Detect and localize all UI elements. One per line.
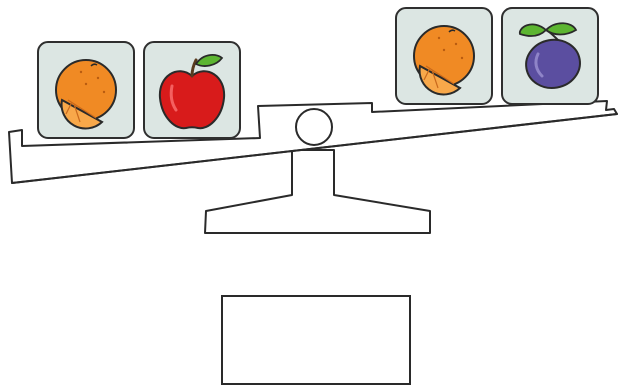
scale-pivot xyxy=(296,109,332,145)
left-pan-tile-1 xyxy=(38,42,134,138)
scale-stand xyxy=(205,150,430,233)
left-pan-tile-2 xyxy=(144,42,240,138)
right-pan-tile-2 xyxy=(502,8,598,104)
right-pan-tile-1 xyxy=(396,8,492,104)
answer-box[interactable] xyxy=(221,295,411,385)
